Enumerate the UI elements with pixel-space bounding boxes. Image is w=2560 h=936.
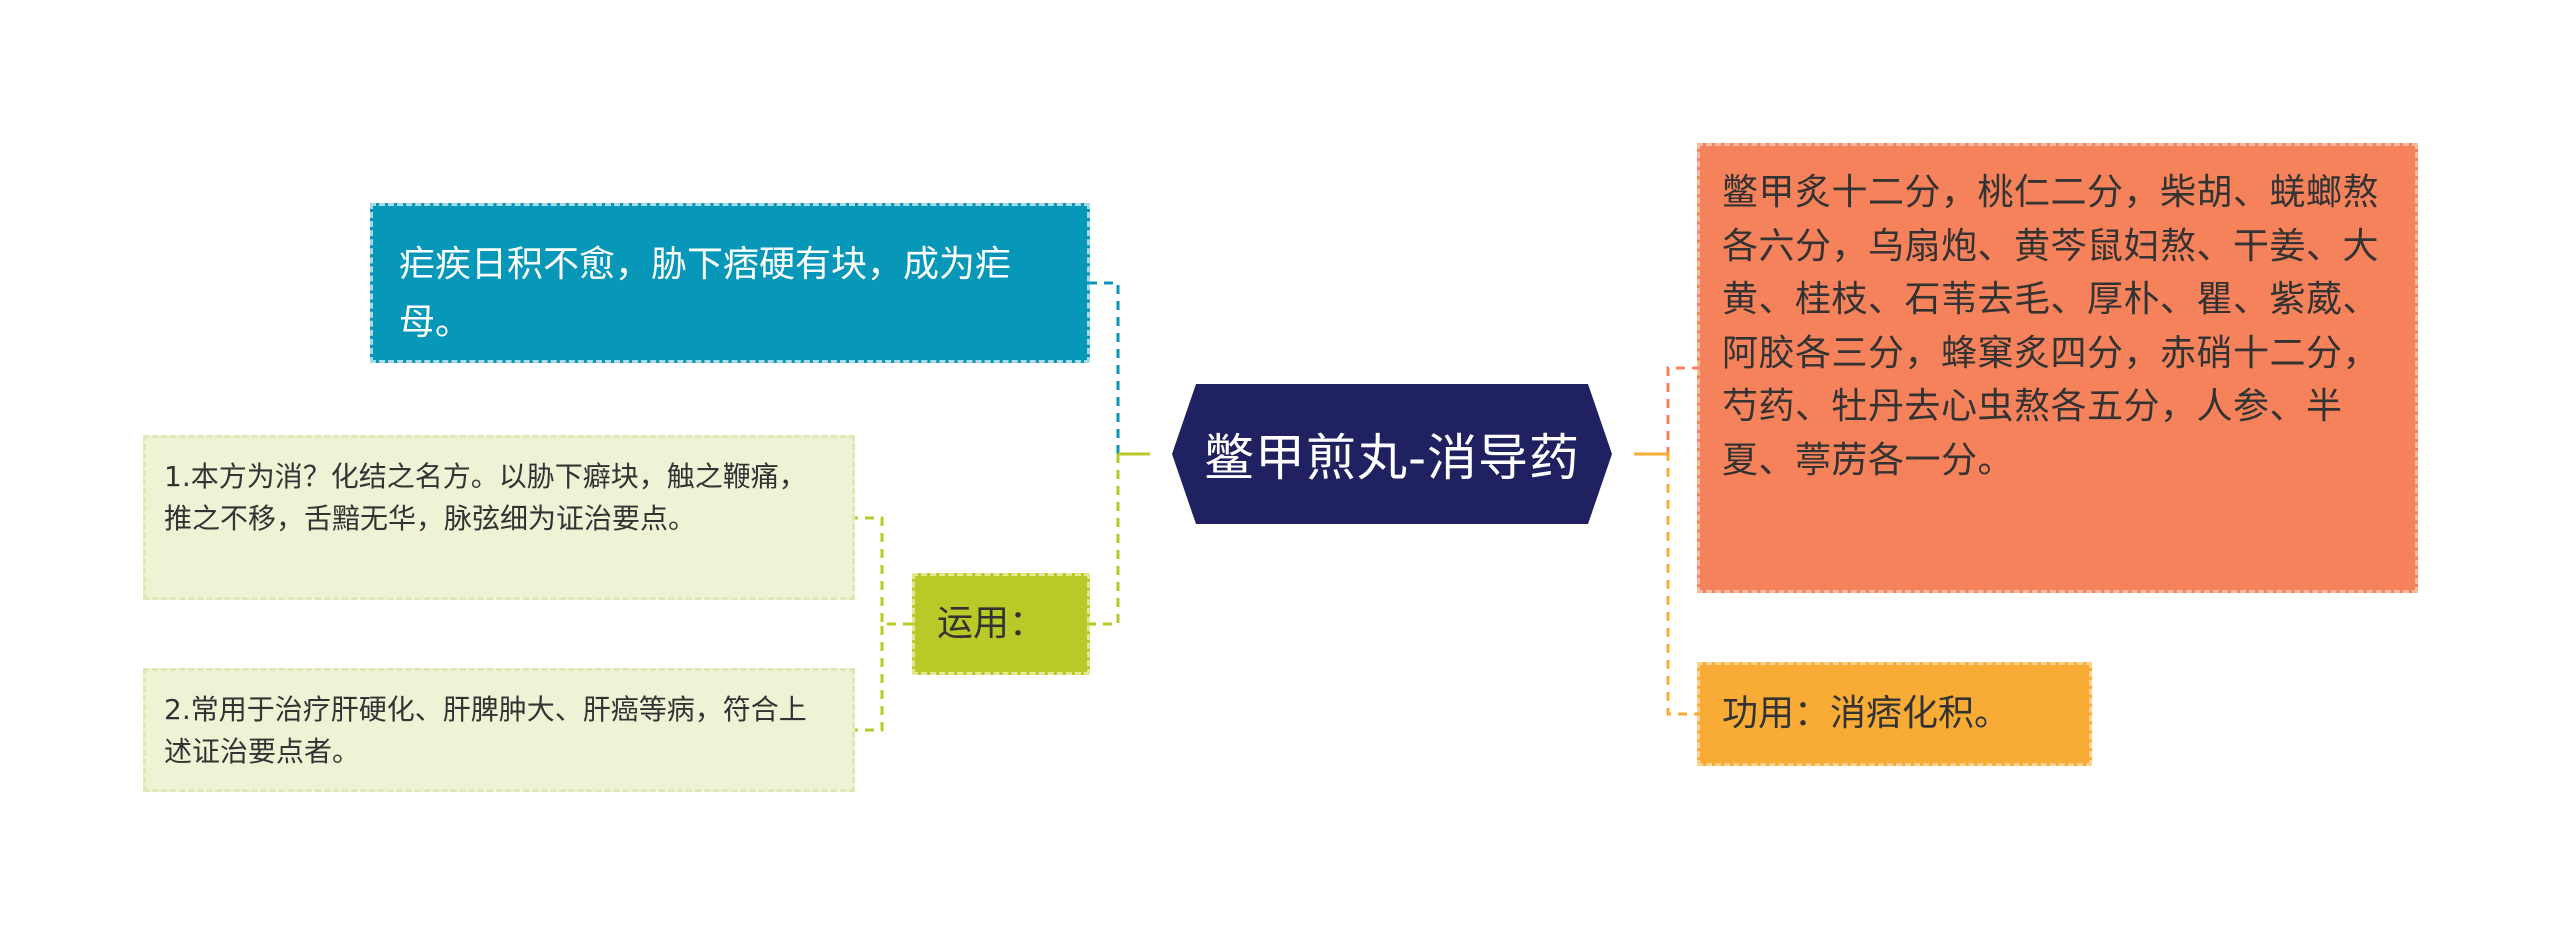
hexagon-shape bbox=[1172, 384, 1612, 524]
link-center-condition bbox=[1090, 281, 1150, 456]
center-topic-node[interactable]: 鳖甲煎丸-消导药 bbox=[1150, 384, 1634, 524]
center-topic-title: 鳖甲煎丸-消导药 bbox=[1203, 429, 1581, 487]
usage-label: 运用： bbox=[937, 603, 1046, 644]
ingredients-node[interactable]: 鳖甲炙十二分，桃仁二分，柴胡、蜣螂熬各六分，乌扇炮、黄芩鼠妇熬、干姜、大黄、桂枝… bbox=[1697, 143, 2418, 593]
link-usage-item1 bbox=[855, 516, 912, 626]
link-center-usage bbox=[1090, 452, 1150, 626]
condition-text: 疟疾日积不愈，胁下痞硬有块，成为疟母。 bbox=[399, 244, 1012, 343]
link-center-ingredients bbox=[1634, 366, 1697, 456]
function-text: 功用：消痞化积。 bbox=[1722, 693, 2011, 734]
usage-item-text: 1.本方为消？化结之名方。以胁下癖块，触之鞭痛，推之不移，舌黯无华，脉弦细为证治… bbox=[164, 460, 807, 535]
usage-item[interactable]: 1.本方为消？化结之名方。以胁下癖块，触之鞭痛，推之不移，舌黯无华，脉弦细为证治… bbox=[143, 435, 855, 600]
link-center-function bbox=[1634, 452, 1697, 716]
link-usage-item2 bbox=[855, 622, 912, 732]
ingredients-text: 鳖甲炙十二分，桃仁二分，柴胡、蜣螂熬各六分，乌扇炮、黄芩鼠妇熬、干姜、大黄、桂枝… bbox=[1722, 172, 2380, 481]
usage-node[interactable]: 运用： bbox=[912, 573, 1090, 675]
function-node[interactable]: 功用：消痞化积。 bbox=[1697, 662, 2092, 766]
usage-item-text: 2.常用于治疗肝硬化、肝脾肿大、肝癌等病，符合上述证治要点者。 bbox=[164, 693, 807, 768]
condition-node[interactable]: 疟疾日积不愈，胁下痞硬有块，成为疟母。 bbox=[370, 203, 1090, 363]
usage-item[interactable]: 2.常用于治疗肝硬化、肝脾肿大、肝癌等病，符合上述证治要点者。 bbox=[143, 668, 855, 792]
